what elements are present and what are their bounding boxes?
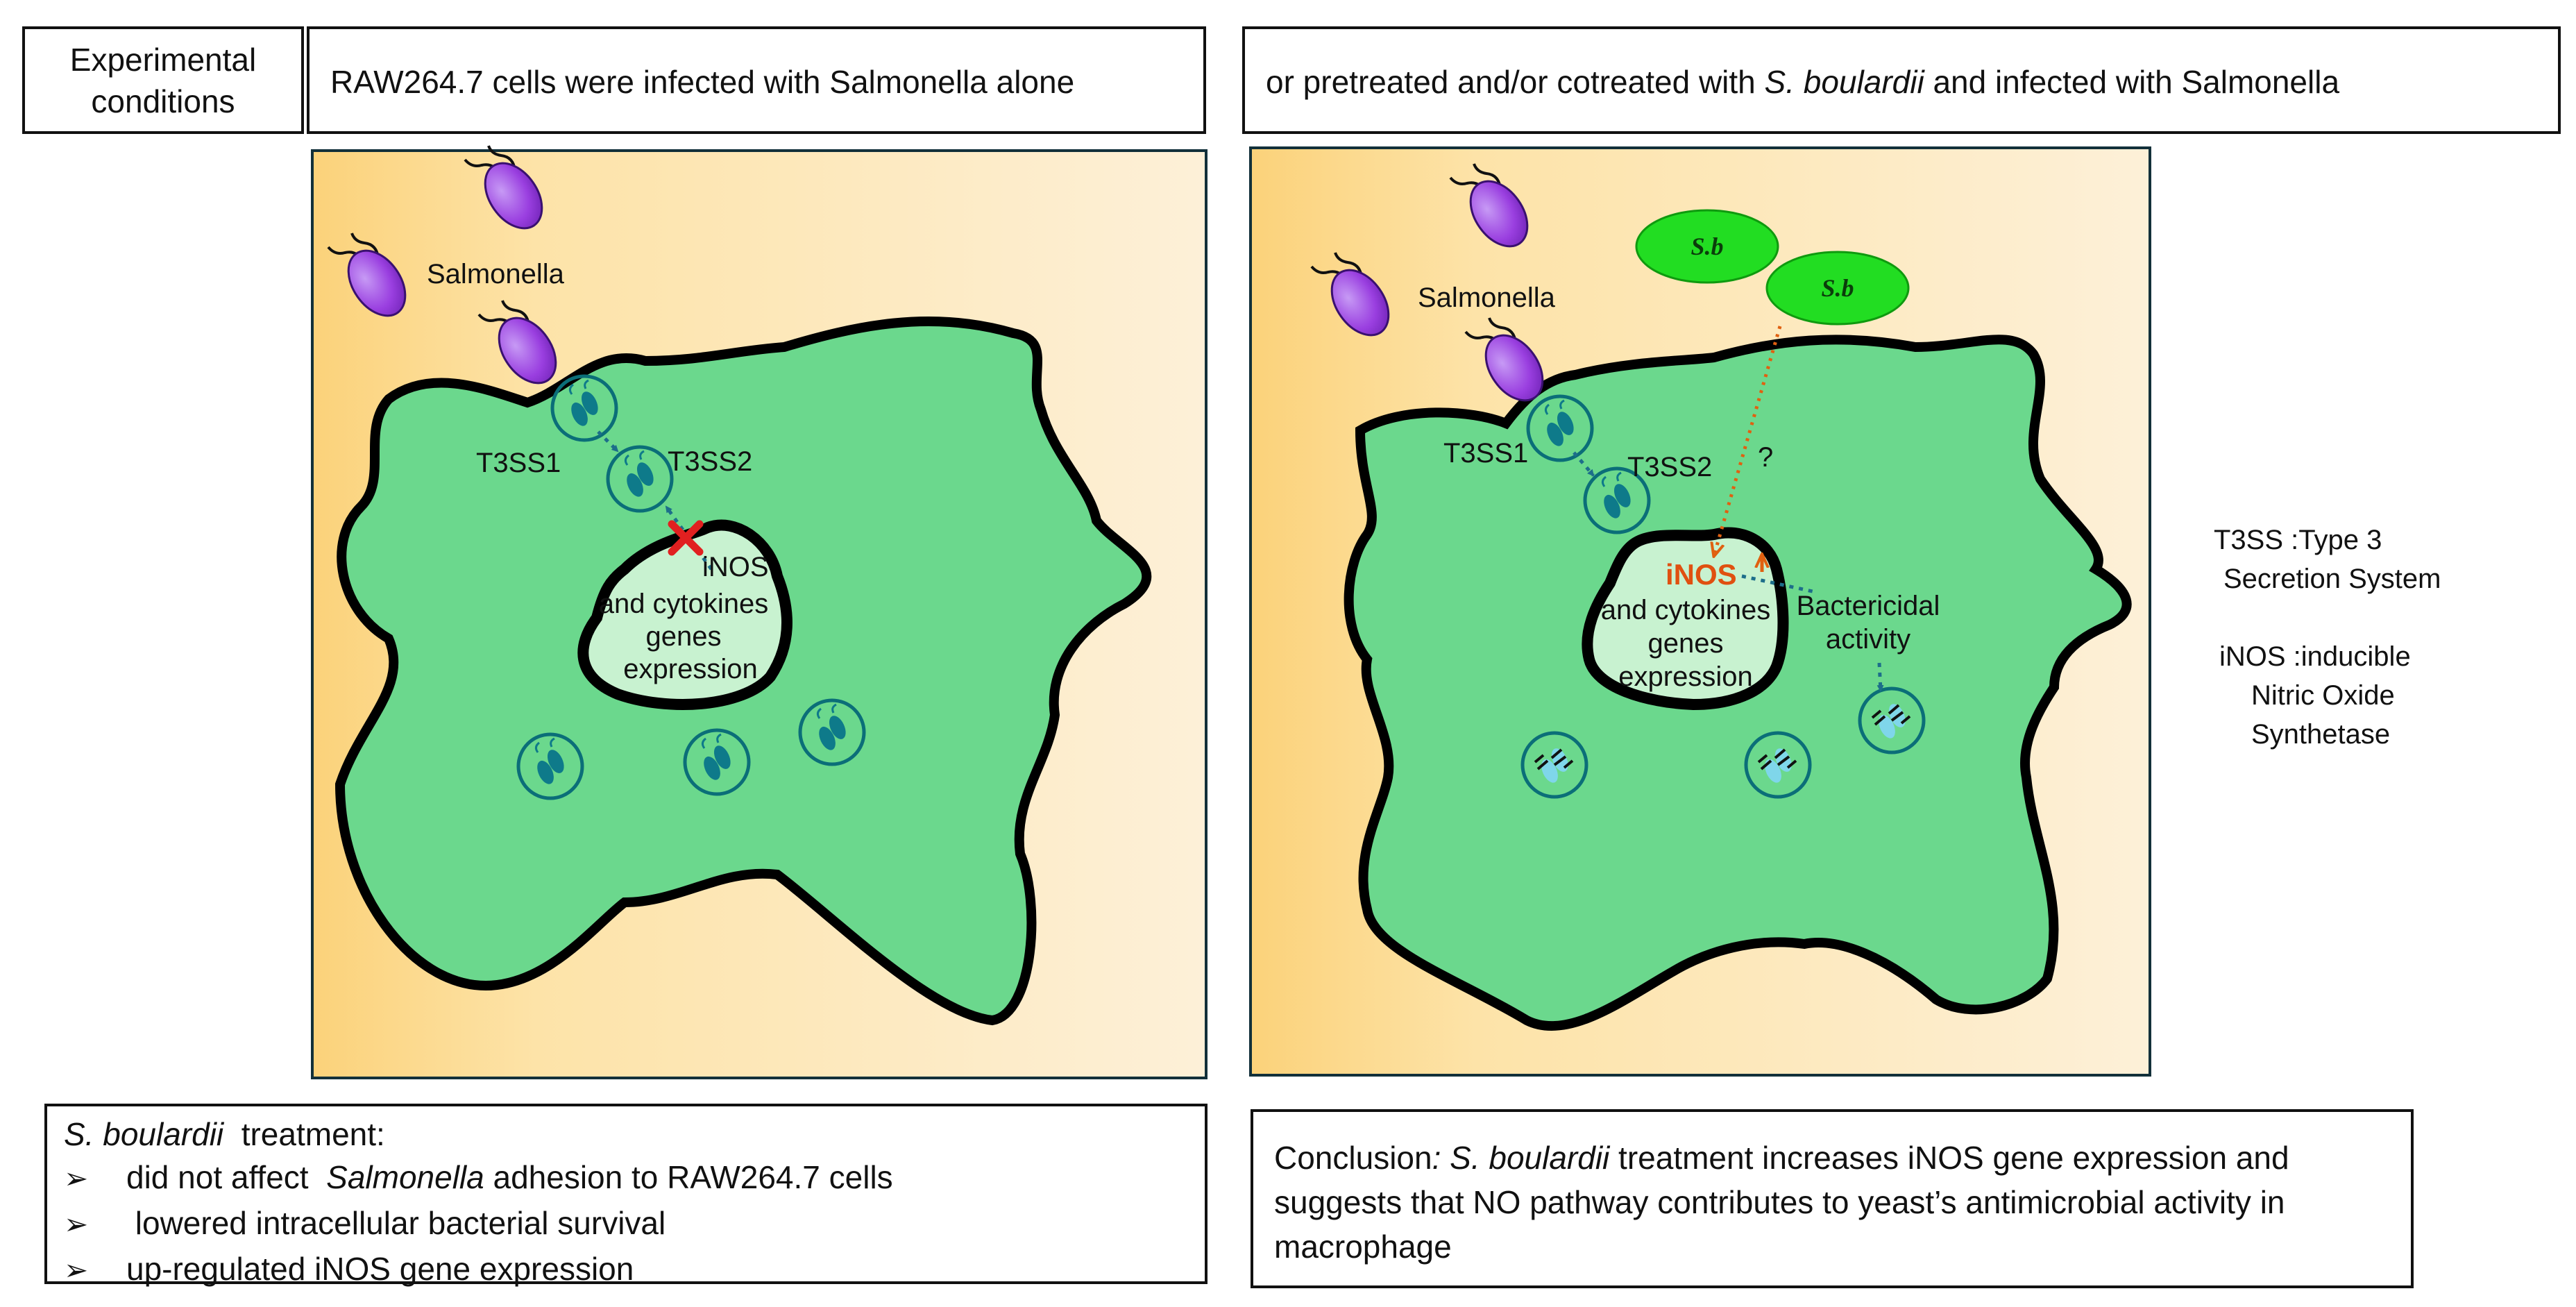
legend-t3ss: T3SS :Type 3 Secretion System	[2214, 521, 2441, 598]
right-condition-part1: or pretreated and/or cotreated with	[1266, 64, 1765, 100]
left-inos-label: iNOS	[702, 552, 769, 582]
right-nucleus-line2: genes	[1648, 628, 1724, 659]
conclusion-prefix: Conclusion	[1274, 1140, 1432, 1176]
summary-item: ➢ up-regulated iNOS gene expression	[64, 1247, 1205, 1292]
legend-inos-line1: iNOS :inducible	[2219, 641, 2411, 672]
right-condition-part2: and infected with Salmonella	[1924, 64, 2340, 100]
left-t3ss1-label: T3SS1	[476, 448, 561, 478]
summary-item-1-before: did not affect	[126, 1159, 327, 1195]
conclusion-italic: S. boulardii	[1450, 1140, 1610, 1176]
summary-heading: S. boulardii treatment:	[64, 1113, 1205, 1155]
left-panel: Salmonella T3SS1 T3SS2 iNOS and cytokine…	[311, 144, 1208, 1079]
right-nucleus-line3: expression	[1618, 661, 1752, 692]
yeast-to-inos-arrow	[1714, 326, 1782, 555]
inos-to-bactericidal-line	[1741, 574, 1813, 593]
conclusion-text: Conclusion: S. boulardii treatment incre…	[1274, 1136, 2357, 1269]
conclusion-colon: :	[1432, 1140, 1450, 1176]
summary-heading-rest: treatment:	[223, 1116, 385, 1152]
right-inos-label: iNOS	[1666, 558, 1737, 591]
legend-inos-line3: Synthetase	[2251, 719, 2391, 750]
left-nucleus	[577, 519, 793, 710]
right-condition-box: or pretreated and/or cotreated with S. b…	[1242, 26, 2561, 134]
bullet-arrow-icon: ➢	[64, 1254, 89, 1286]
conditions-label: Experimental conditions	[69, 41, 257, 119]
right-condition-text: or pretreated and/or cotreated with S. b…	[1266, 61, 2339, 103]
summary-item-text: did not affect Salmonella adhesion to RA…	[126, 1155, 893, 1199]
left-nucleus-line2: genes	[646, 621, 722, 652]
inhibition-x-icon	[668, 520, 704, 556]
left-t3ss2-label: T3SS2	[668, 446, 752, 477]
summary-item-3-text: up-regulated iNOS gene expression	[126, 1251, 634, 1287]
legend-t3ss-line2: Secretion System	[2223, 564, 2441, 594]
yeast-1-label: S.b	[1690, 233, 1723, 260]
summary-heading-italic: S. boulardii	[64, 1116, 224, 1152]
left-t3ss-arrow	[597, 430, 619, 453]
left-nucleus-line3: expression	[623, 654, 757, 684]
yeast-1: S.b	[1635, 209, 1779, 284]
right-t3ss1-label: T3SS1	[1443, 438, 1528, 469]
left-nucleus-line1: and cytokines	[599, 589, 769, 619]
right-t3ss2-label: T3SS2	[1627, 452, 1712, 482]
yeast-2-label: S.b	[1821, 274, 1854, 302]
summary-item: ➢ did not affect Salmonella adhesion to …	[64, 1155, 1205, 1201]
bullet-arrow-icon: ➢	[64, 1208, 89, 1240]
left-inos-arrow	[664, 505, 713, 571]
legend-t3ss-line1: T3SS :Type 3	[2214, 525, 2382, 555]
legend-inos-line2: Nitric Oxide	[2251, 680, 2395, 711]
right-panel: Salmonella S.b S.b T3SS1 T3SS2 ? iNOS an…	[1249, 146, 2151, 1077]
bactericidal-line1: Bactericidal	[1797, 591, 1940, 621]
conclusion-box: Conclusion: S. boulardii treatment incre…	[1251, 1109, 2414, 1288]
conditions-label-box: Experimental conditions	[22, 26, 304, 134]
summary-item: ➢ lowered intracellular bacterial surviv…	[64, 1201, 1205, 1247]
right-condition-italic: S. boulardii	[1764, 64, 1924, 100]
left-condition-box: RAW264.7 cells were infected with Salmon…	[307, 26, 1206, 134]
summary-box: S. boulardii treatment: ➢ did not affect…	[44, 1104, 1208, 1287]
summary-list: ➢ did not affect Salmonella adhesion to …	[64, 1155, 1205, 1292]
summary-item-1-italic: Salmonella	[326, 1159, 484, 1195]
summary-item-1-after: adhesion to RAW264.7 cells	[484, 1159, 893, 1195]
conclusion-rest: treatment increases iNOS gene expression…	[1274, 1140, 2289, 1265]
bactericidal-arrow	[1876, 662, 1884, 692]
left-salmonella-label: Salmonella	[427, 259, 565, 289]
yeast-2: S.b	[1765, 251, 1910, 326]
right-nucleus	[1582, 527, 1789, 711]
right-nucleus-line1: and cytokines	[1601, 595, 1771, 625]
legend-inos: iNOS :inducible Nitric Oxide Synthetase	[2219, 637, 2411, 754]
question-mark: ?	[1758, 442, 1773, 473]
bullet-arrow-icon: ➢	[64, 1162, 89, 1195]
right-salmonella-label: Salmonella	[1418, 283, 1556, 313]
left-condition-text: RAW264.7 cells were infected with Salmon…	[330, 64, 1075, 100]
bactericidal-line2: activity	[1826, 624, 1910, 655]
summary-item-2-text: lowered intracellular bacterial survival	[126, 1205, 666, 1241]
